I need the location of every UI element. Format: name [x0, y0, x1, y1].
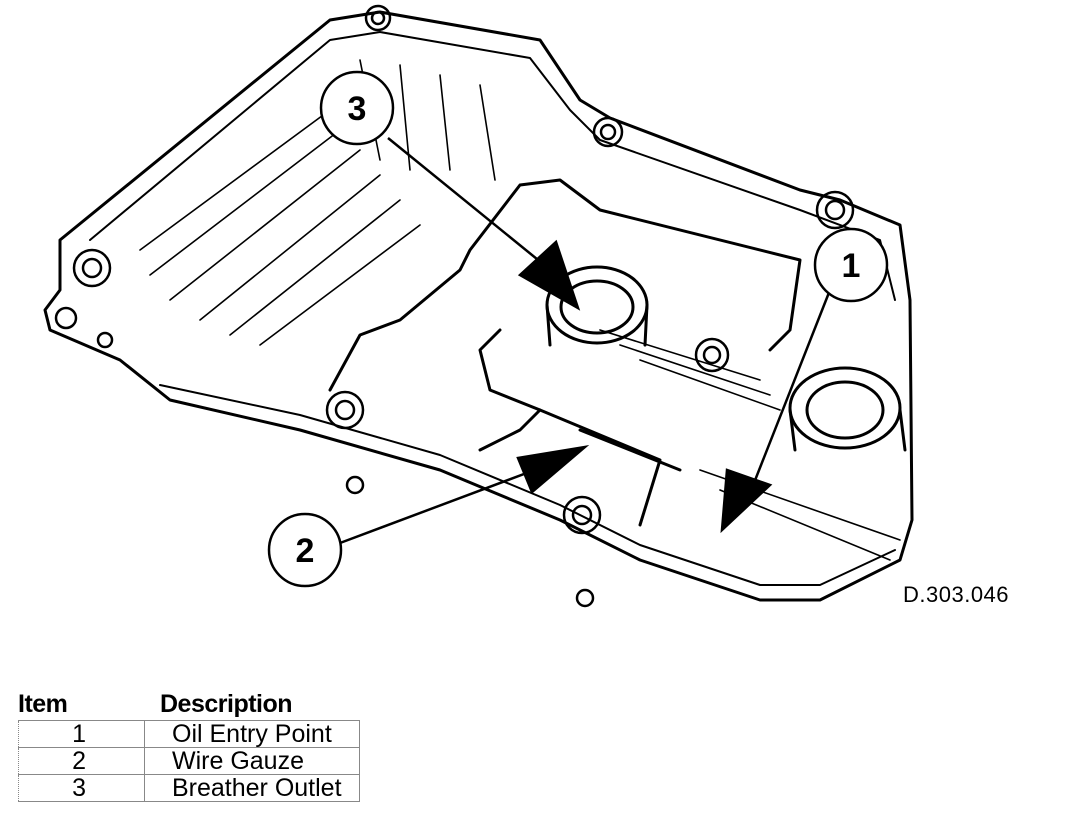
- cover-inner-rim: [89, 31, 896, 586]
- legend-item-description: Breather Outlet: [144, 774, 360, 802]
- callout-3: 3: [319, 70, 395, 146]
- arrow-1: [720, 468, 773, 534]
- table-row: 1 Oil Entry Point: [18, 720, 360, 748]
- arrow-3: [517, 239, 581, 311]
- legend-header-description: Description: [160, 690, 293, 718]
- legend-header: Item Description: [18, 690, 360, 720]
- legend-item-description: Oil Entry Point: [144, 720, 360, 748]
- cover-outline: [43, 10, 914, 602]
- legend-item-number: 2: [18, 747, 145, 775]
- legend-item-number: 1: [18, 720, 145, 748]
- legend-table: 1 Oil Entry Point 2 Wire Gauze 3 Breathe…: [18, 720, 360, 802]
- callout-1: 1: [813, 227, 889, 303]
- oil-entry-port: [788, 366, 907, 452]
- callout-2-label: 2: [296, 532, 315, 570]
- gauze-recess: [478, 328, 682, 527]
- surface-hatching: [139, 59, 901, 561]
- table-row: 2 Wire Gauze: [18, 747, 360, 775]
- legend-header-item: Item: [18, 690, 68, 718]
- drawing-code: D.303.046: [903, 582, 1010, 607]
- callout-1-label: 1: [842, 247, 861, 285]
- legend-item-description: Wire Gauze: [144, 747, 360, 775]
- callout-leaders: [339, 137, 832, 545]
- cam-cover-diagram: 3 1 2: [43, 4, 914, 608]
- breather-outlet-port: [545, 265, 649, 347]
- callout-3-label: 3: [348, 90, 367, 128]
- plateau-edge: [328, 178, 802, 392]
- legend-item-number: 3: [18, 774, 145, 802]
- callout-2: 2: [267, 512, 343, 588]
- arrow-2: [516, 445, 590, 495]
- table-row: 3 Breather Outlet: [18, 774, 360, 802]
- bolt-bosses: [54, 4, 855, 608]
- legend: Item Description 1 Oil Entry Point 2 Wir…: [18, 690, 360, 802]
